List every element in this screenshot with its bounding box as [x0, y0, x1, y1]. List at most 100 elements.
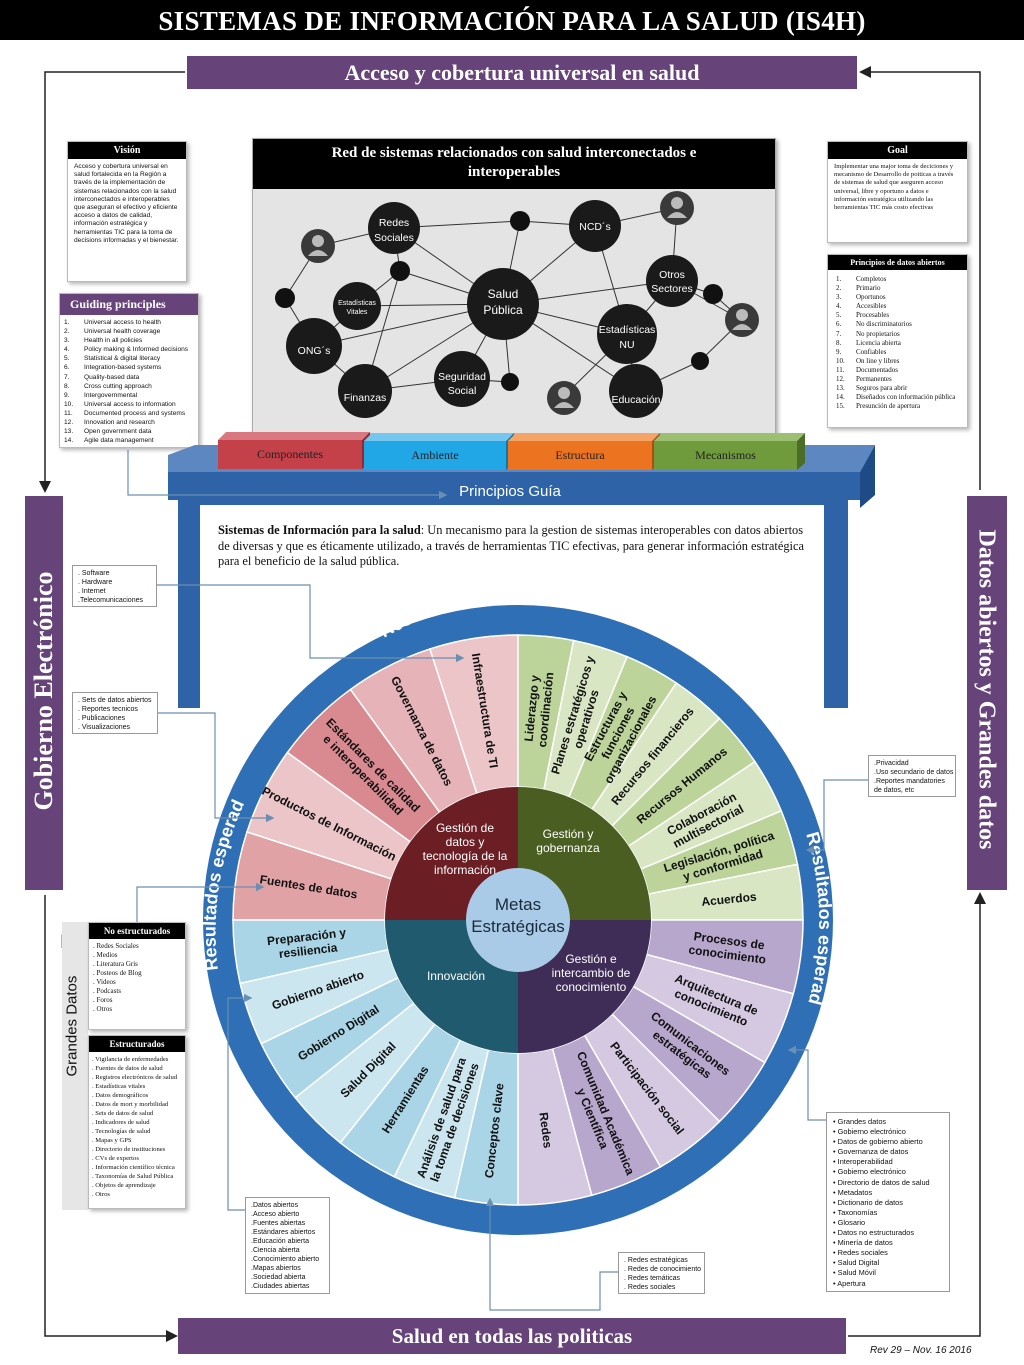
node-estadisticas-nu — [597, 304, 657, 364]
list-item: .Conocimiento abierto — [251, 1256, 320, 1263]
callout-infraestructura: . Software. Hardware. Internet.Telecomun… — [72, 565, 157, 607]
list-item: . Objetos de aprendizaje — [92, 1182, 156, 1189]
label-otros: Otros — [659, 269, 685, 281]
right-top-arrow — [859, 66, 981, 490]
tab-ambiente-label: Ambiente — [411, 448, 459, 462]
vision-body: Acceso y cobertura universal en salud fo… — [74, 163, 179, 244]
label-salud: Salud — [488, 287, 519, 301]
node-seguridad-social — [434, 351, 490, 407]
node-ongs — [286, 318, 342, 374]
list-item: de datos, etc — [874, 787, 915, 794]
list-item: . Datos demográficos — [92, 1092, 149, 1099]
callout-privacidad: .Privacidad.Uso secundario de datos.Repo… — [868, 755, 956, 797]
page-title: SISTEMAS DE INFORMACIÓN PARA LA SALUD (I… — [0, 0, 1024, 40]
list-item: 1.Completos — [836, 275, 887, 283]
list-item: 5.Procesables — [836, 311, 890, 320]
list-item: • Datos de gobierno abierto — [833, 1137, 923, 1147]
list-item: . Redes temáticas — [624, 1275, 681, 1282]
list-item: . Literatura Gris — [93, 960, 138, 968]
vision-heading: Visión — [68, 142, 186, 159]
left-bottom-arrow — [44, 895, 178, 1342]
list-item: . Redes estratégicas — [624, 1257, 688, 1264]
right-side-band: Datos abiertos y Grandes datos — [967, 496, 1007, 890]
label-redes: Redes — [379, 217, 409, 229]
revision-label: Rev 29 – Nov. 16 2016 — [870, 1345, 972, 1356]
list-item: 3.Health in all policies — [64, 337, 143, 345]
node-educacion — [609, 364, 663, 418]
tab-ambiente — [364, 441, 506, 470]
list-item: . Sets de datos de salud — [92, 1110, 154, 1117]
list-item: . Redes de conocimiento — [624, 1266, 702, 1273]
list-item: • Datos no estructurados — [833, 1228, 915, 1238]
list-item: . Información científico técnica — [92, 1164, 175, 1171]
list-item: 1.Universal access to health — [64, 319, 161, 326]
list-item: . Visualizaciones — [78, 724, 131, 731]
user-icon — [725, 303, 759, 337]
label-sectores: Sectores — [651, 283, 692, 295]
label-social: Social — [448, 385, 477, 397]
list-item: . Redes sociales — [624, 1284, 676, 1291]
list-item: . Fuentes de datos de salud — [92, 1065, 163, 1072]
label-estadisticas: Estadísticas — [599, 324, 656, 336]
list-item: • Gobierno electrónico — [833, 1127, 906, 1137]
callout-grandes-datos: • Grandes datos• Gobierno electrónico• D… — [826, 1112, 950, 1292]
list-item: 5.Statistical & digital literacy — [64, 355, 161, 363]
network-graph: Salud Pública Redes Sociales NCD´s Otros… — [275, 191, 759, 418]
list-item: • Gobierno electrónico — [833, 1167, 906, 1177]
spoke-label: Preparación yresiliencia — [266, 925, 348, 962]
list-item: 8.Cross cutting approach — [64, 382, 152, 390]
vision-panel: Visión Acceso y cobertura universal en s… — [67, 141, 187, 282]
list-item: 13.Open government data — [64, 428, 152, 436]
list-item: . Publicaciones — [78, 715, 126, 722]
user-icon — [301, 229, 335, 263]
list-item: . Datos de mort y morbilidad — [92, 1101, 169, 1108]
list-item: 7.No propietarios — [836, 329, 900, 338]
user-icon — [660, 191, 694, 225]
left-top-arrow — [39, 71, 185, 493]
list-item: 3.Oportunos — [836, 293, 886, 302]
label-ncds: NCD´s — [579, 221, 611, 233]
estructurados-panel: Estructurados . Vigilancia de enfermedad… — [88, 1035, 186, 1209]
estructurados-heading: Estructurados — [89, 1036, 185, 1052]
list-item: • Salud Digital — [833, 1258, 880, 1268]
label-educacion: Educación — [611, 394, 660, 406]
grandes-datos-tab: Grandes Datos — [62, 922, 88, 1210]
list-item: . Tecnologías de salud — [92, 1128, 151, 1135]
tab-bar — [218, 432, 805, 470]
list-item: 8.Licencia abierta — [836, 338, 901, 347]
ish-definition: Sistemas de Información para la salud: U… — [218, 523, 808, 570]
definition-text: : Un mecanismo para la gestion de sistem… — [218, 523, 804, 568]
list-item: . Posteos de Blog — [93, 969, 142, 977]
list-item: . Internet — [78, 588, 106, 595]
list-item: • Minería de datos — [833, 1238, 893, 1248]
list-item: • Grandes datos — [833, 1117, 887, 1126]
estructurados-list: . Vigilancia de enfermedades. Fuentes de… — [89, 1052, 185, 1202]
left-side-band: Gobierno Electrónico — [25, 496, 63, 890]
label-sociales: Sociales — [374, 232, 414, 244]
callout-productos: . Sets de datos abiertos. Reportes tecni… — [72, 692, 158, 734]
principios-guia-label: Principios Guía — [459, 483, 561, 500]
list-item: • Salud Móvil — [833, 1268, 876, 1278]
list-item: . Software — [78, 570, 110, 577]
list-item: 13.Seguros para abrir — [836, 384, 908, 393]
node-ncds — [569, 200, 621, 252]
goal-panel: Goal Implementar una major toma de decic… — [827, 141, 968, 243]
list-item: 10.On line y libres — [836, 356, 900, 365]
list-item: .Ciencia abierta — [251, 1247, 300, 1254]
network-dots — [275, 211, 723, 391]
list-item: 4.Policy making & Informed decisions — [64, 346, 189, 354]
user-icon — [547, 381, 581, 415]
list-item: • Metadatos — [833, 1187, 873, 1197]
label-publica: Pública — [483, 303, 523, 317]
network-heading: Red de sistemas relacionados con salud i… — [253, 139, 775, 189]
label-nu: NU — [619, 339, 634, 351]
top-band: Acceso y cobertura universal en salud — [187, 56, 857, 89]
node-salud-publica — [467, 268, 539, 340]
no-estructurados-panel: No estructurados . Redes Sociales. Medio… — [88, 922, 186, 1030]
spoke-label: Acuerdos — [701, 890, 758, 909]
